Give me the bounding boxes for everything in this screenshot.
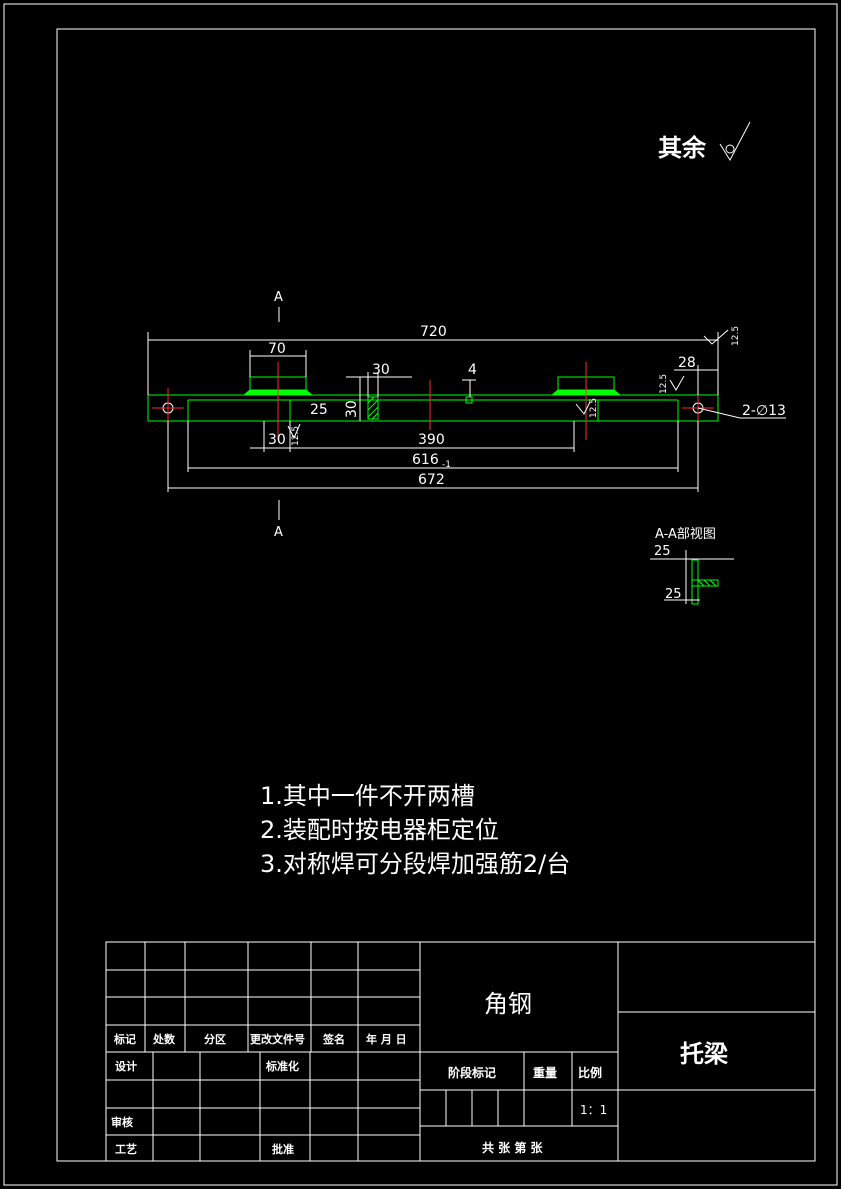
roughness-symbol-icon — [719, 121, 751, 162]
svg-text:12.5: 12.5 — [291, 426, 301, 446]
tb-approve: 批准 — [272, 1142, 294, 1156]
dim-small-gap: 4 — [468, 362, 477, 378]
tb-part-name: 托梁 — [680, 1040, 728, 1068]
section-marker-top: A — [274, 290, 283, 305]
svg-text:-1: -1 — [442, 460, 451, 470]
section-view: A-A部视图 25 25 — [650, 527, 734, 605]
outer-border — [3, 3, 838, 1186]
dim-left-height: 25 — [310, 402, 328, 418]
note-1: 1.其中一件不开两槽 — [260, 782, 475, 810]
roughness-mark-3: 12.5 — [575, 398, 599, 418]
dim-slot-width: 30 — [372, 362, 390, 378]
section-dim-bottom: 25 — [665, 587, 682, 602]
dim-inner-span: 616 -1 — [412, 452, 451, 470]
dim-end-offset: 28 — [678, 355, 696, 371]
dim-slot-height: 30 — [344, 400, 360, 418]
svg-text:12.5: 12.5 — [589, 398, 599, 418]
tb-header-date: 年 月 日 — [366, 1032, 407, 1046]
title-block: 标记 处数 分区 更改文件号 签名 年 月 日 设计 标准化 审核 工艺 批准 … — [105, 941, 816, 1162]
svg-text:12.5: 12.5 — [659, 374, 669, 394]
tb-stage-mark: 阶段标记 — [448, 1065, 496, 1080]
tb-header-mark: 标记 — [113, 1032, 136, 1046]
dim-overall: 720 — [420, 324, 447, 340]
tb-header-signature: 签名 — [322, 1032, 345, 1046]
tb-header-count: 处数 — [152, 1032, 176, 1046]
tb-scale-label: 比例 — [578, 1065, 602, 1080]
roughness-note-text: 其余 — [658, 134, 707, 162]
tb-header-change-doc: 更改文件号 — [250, 1032, 305, 1046]
roughness-note: 其余 — [658, 121, 751, 162]
tb-scale-value: 1：1 — [580, 1103, 607, 1117]
section-dim-top: 25 — [654, 544, 671, 559]
dim-hole-span: 672 — [418, 472, 445, 488]
section-marker-bottom: A — [274, 525, 283, 540]
tb-sheets: 共 张 第 张 — [482, 1140, 544, 1155]
tb-weight: 重量 — [533, 1065, 557, 1080]
tb-header-zone: 分区 — [204, 1032, 226, 1046]
dim-center-span: 390 — [418, 432, 445, 448]
note-2: 2.装配时按电器柜定位 — [260, 816, 499, 844]
centerlines — [152, 362, 714, 440]
tb-material: 角钢 — [484, 990, 532, 1018]
svg-text:616: 616 — [412, 452, 439, 468]
dim-pad-width: 70 — [268, 341, 286, 357]
roughness-mark-2: 12.5 — [659, 374, 685, 394]
roughness-mark-4: 12.5 — [287, 423, 301, 446]
section-view-title: A-A部视图 — [655, 527, 716, 542]
svg-text:12.5: 12.5 — [731, 326, 741, 346]
tb-review: 审核 — [111, 1115, 133, 1129]
dimension-lines — [147, 332, 786, 492]
inner-border — [56, 28, 816, 1162]
roughness-mark-1: 12.5 — [703, 326, 741, 346]
tb-standardize: 标准化 — [265, 1059, 299, 1073]
beam-body — [147, 394, 719, 422]
note-3: 3.对称焊可分段焊加强筋2/台 — [260, 850, 570, 878]
tb-process: 工艺 — [115, 1142, 137, 1156]
tb-design: 设计 — [115, 1059, 137, 1073]
hole-callout: 2-∅13 — [742, 403, 786, 419]
dim-bottom-gap: 30 — [268, 432, 286, 448]
